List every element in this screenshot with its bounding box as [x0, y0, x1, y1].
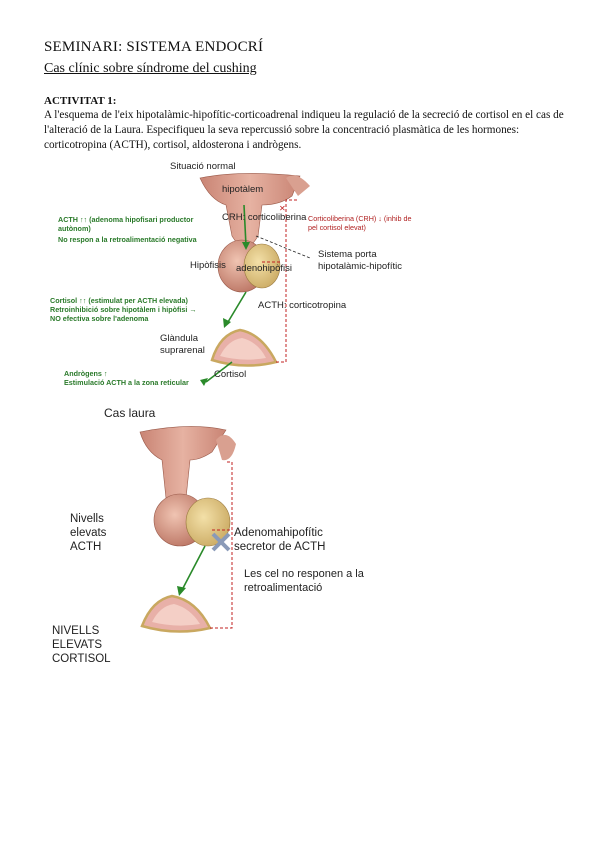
label-cortisol: Cortisol	[214, 369, 246, 380]
laura-adrenal-shape	[142, 596, 210, 632]
green-cortisol-note-2: Retroinhibició sobre hipotàlem i hipòfis…	[50, 305, 197, 314]
laura-noresp-1: Les cel no responen a la	[244, 567, 364, 581]
laura-acth-arrow	[182, 546, 205, 590]
green-cortisol-note-1: Cortisol ↑↑ (estimulat per ACTH elevada)	[50, 296, 188, 305]
label-adenohypophysis: adenohipòfisi	[236, 263, 292, 274]
green-cortisol-note-3: NO efectiva sobre l'adenoma	[50, 314, 148, 323]
laura-bottom-3: CORTISOL	[52, 652, 111, 666]
laura-bottom-1: NIVELLS	[52, 624, 99, 638]
green-andro-note-1: Andrògens ↑	[64, 369, 108, 378]
green-acth-note-2: autònom)	[58, 224, 91, 233]
green-andro-note-2: Estimulació ACTH a la zona reticular	[64, 378, 189, 387]
laura-title: Cas laura	[104, 406, 155, 420]
laura-bottom-2: ELEVATS	[52, 638, 102, 652]
laura-noresp-2: retroalimentació	[244, 581, 322, 595]
laura-left-1: Nivells	[70, 512, 104, 526]
label-portal-1: Sistema porta	[318, 249, 377, 260]
label-gland-1: Glàndula	[160, 333, 198, 344]
green-acth-note-3: No respon a la retroalimentació negativa	[58, 235, 197, 244]
label-crh: CRH: corticoliberina	[222, 212, 306, 223]
normal-title: Situació normal	[170, 161, 235, 172]
label-gland-2: suprarenal	[160, 345, 205, 356]
green-acth-note-1: ACTH ↑↑ (adenoma hipofisari productor	[58, 215, 193, 224]
label-hypophysis: Hipòfisis	[190, 260, 226, 271]
acth-arrow	[228, 292, 246, 322]
label-portal-2: hipotalàmic-hipofític	[318, 261, 402, 272]
label-hypothalamus: hipotàlem	[222, 184, 263, 195]
label-acth: ACTH: corticotropina	[258, 300, 346, 311]
laura-left-3: ACTH	[70, 540, 101, 554]
red-crh-note-1: Corticoliberina (CRH) ↓ (inhib de	[308, 214, 411, 223]
laura-adenoma-2: secretor de ACTH	[234, 540, 325, 554]
laura-left-2: elevats	[70, 526, 106, 540]
red-crh-note-2: pel cortisol elevat)	[308, 223, 366, 232]
normal-adrenal-shape	[212, 330, 276, 366]
laura-adenoma-1: Adenomahipofític	[234, 526, 323, 540]
feedback-loop-normal	[276, 200, 298, 362]
